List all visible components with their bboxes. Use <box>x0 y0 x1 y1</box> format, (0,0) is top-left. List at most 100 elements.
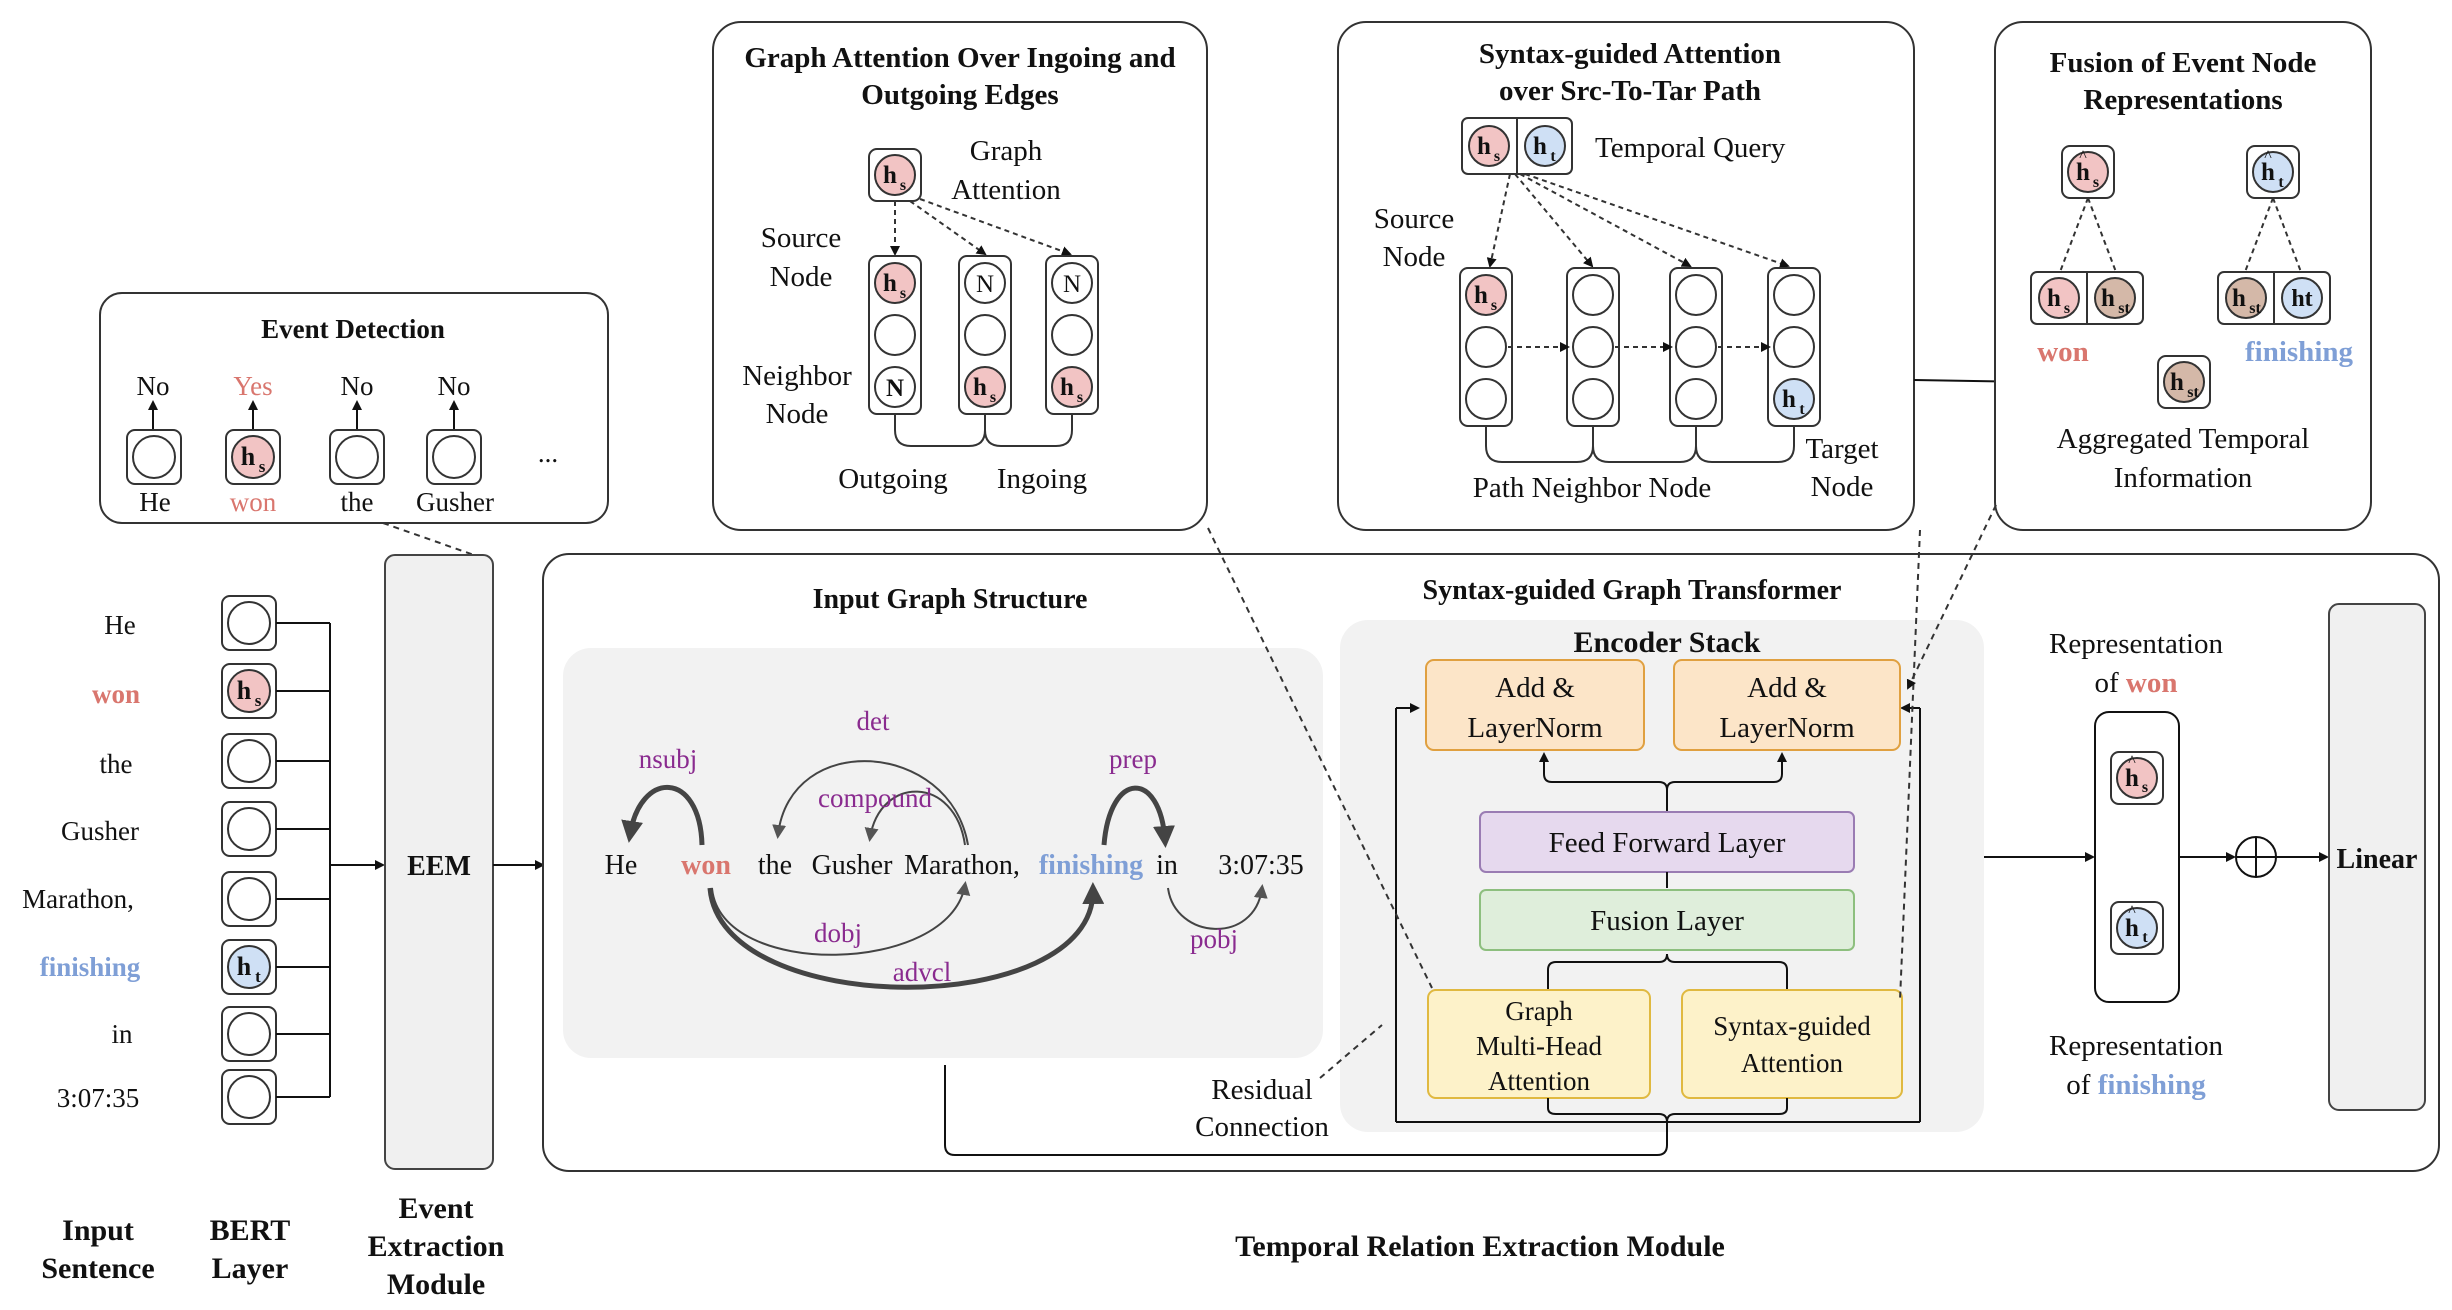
svg-text:h: h <box>2076 159 2090 186</box>
svg-text:Feed Forward Layer: Feed Forward Layer <box>1549 827 1786 859</box>
rel-det: det <box>857 706 890 736</box>
svg-text:Node: Node <box>1811 471 1874 503</box>
svg-text:h: h <box>1477 133 1491 160</box>
concat-operator <box>2235 836 2277 878</box>
linear-layer: Linear <box>2328 603 2426 1111</box>
eem-module-label-3: Module <box>387 1268 485 1301</box>
svg-text:LayerNorm: LayerNorm <box>1719 712 1855 744</box>
input-sentence: He won the Gusher Marathon, finishing in… <box>22 610 141 1113</box>
input-sentence-label-1: Input <box>62 1214 134 1247</box>
fusion-hs-hat: h s ^ <box>2061 145 2115 199</box>
svg-text:Outgoing: Outgoing <box>838 463 948 495</box>
svg-text:Temporal Query: Temporal Query <box>1595 132 1786 164</box>
temporal-query-node: h s h t <box>1461 117 1573 175</box>
sa-column-1: h s <box>1459 267 1513 427</box>
svg-text:h: h <box>973 374 987 401</box>
dep-word-marathon: Marathon, <box>904 850 1020 881</box>
eem-module-label-2: Extraction <box>368 1230 505 1263</box>
svg-text:ht: ht <box>2291 286 2312 312</box>
svg-text:won: won <box>2037 336 2089 368</box>
event-detection-title: Event Detection <box>261 314 445 344</box>
svg-text:h: h <box>2261 159 2275 186</box>
rep-finishing-of: of <box>2066 1069 2091 1101</box>
fusion-aggregated-node: h st <box>2157 355 2211 409</box>
svg-text:t: t <box>255 967 261 986</box>
ed-word-1: He <box>139 487 170 517</box>
transformer-title: Syntax-guided Graph Transformer <box>1423 575 1842 606</box>
ed-label-3: No <box>341 371 374 401</box>
rel-pobj: pobj <box>1190 924 1238 954</box>
svg-text:Fusion of Event Node: Fusion of Event Node <box>2050 47 2317 79</box>
svg-text:Source: Source <box>761 222 842 254</box>
svg-text:st: st <box>2187 384 2199 401</box>
dep-word-time: 3:07:35 <box>1218 850 1304 881</box>
input-graph-title: Input Graph Structure <box>813 584 1088 615</box>
fusion-box: Fusion of Event Node Representations h s… <box>1994 21 2372 531</box>
input-sentence-label-2: Sentence <box>41 1252 154 1285</box>
rep-won-of: of <box>2095 667 2120 699</box>
svg-text:Neighbor: Neighbor <box>742 360 852 392</box>
event-detection-box: Event Detection No Yes No No h s <box>99 292 609 524</box>
svg-text:N: N <box>976 271 994 298</box>
ed-label-2: Yes <box>233 371 272 401</box>
rep-ht-node: h t ^ <box>2110 901 2164 955</box>
tre-module-label: Temporal Relation Extraction Module <box>1235 1230 1725 1263</box>
ed-ellipsis: ... <box>538 438 558 468</box>
svg-text:s: s <box>990 389 996 406</box>
syntax-guided-graph-transformer: Syntax-guided Graph Transformer Encoder … <box>944 575 1984 1156</box>
rel-prep: prep <box>1109 744 1157 774</box>
ed-label-1: No <box>137 371 170 401</box>
svg-text:st: st <box>2118 300 2130 317</box>
svg-text:Node: Node <box>766 398 829 430</box>
svg-text:h: h <box>2125 915 2139 942</box>
svg-text:Aggregated Temporal: Aggregated Temporal <box>2057 423 2310 455</box>
svg-text:Syntax-guided: Syntax-guided <box>1713 1011 1871 1041</box>
dep-word-in: in <box>1156 850 1178 881</box>
svg-text:Node: Node <box>770 261 833 293</box>
svg-text:of finishing: of finishing <box>2066 1069 2206 1101</box>
encoder-stack-label: Encoder Stack <box>1574 626 1761 659</box>
svg-text:Attention: Attention <box>1488 1066 1590 1096</box>
svg-text:h: h <box>1474 282 1488 309</box>
svg-text:^: ^ <box>2128 903 2136 920</box>
graph-multi-head-attention: Graph Multi-Head Attention <box>1427 989 1651 1099</box>
sa-column-3 <box>1669 267 1723 427</box>
sa-column-4: h t <box>1767 267 1821 427</box>
svg-text:s: s <box>2142 779 2148 796</box>
sentence-word-4: Gusher <box>61 816 139 846</box>
ed-label-4: No <box>438 371 471 401</box>
svg-text:Graph Attention Over Ingoing a: Graph Attention Over Ingoing and <box>744 42 1175 74</box>
sentence-word-5: Marathon, <box>22 884 134 914</box>
eem-block: EEM <box>384 554 494 1170</box>
svg-text:Graph: Graph <box>970 135 1043 167</box>
syntax-guided-attention-block: Syntax-guided Attention <box>1681 989 1903 1099</box>
bert-token-4 <box>221 801 277 857</box>
svg-text:h: h <box>2125 765 2139 792</box>
svg-text:Outgoing Edges: Outgoing Edges <box>861 79 1058 111</box>
svg-text:Ingoing: Ingoing <box>997 463 1087 495</box>
svg-text:^: ^ <box>2264 148 2272 165</box>
svg-text:s: s <box>1494 148 1500 165</box>
dep-word-finishing: finishing <box>1039 850 1143 881</box>
sentence-word-3: the <box>100 749 133 779</box>
svg-text:h: h <box>883 270 897 297</box>
svg-text:h: h <box>1533 133 1547 160</box>
add-norm-1: Add & LayerNorm <box>1425 659 1645 751</box>
rep-won-label-1: Representation <box>2049 628 2223 660</box>
fusion-finishing-pair: h st ht <box>2217 271 2331 325</box>
svg-text:^: ^ <box>2128 753 2136 770</box>
svg-text:s: s <box>255 691 262 710</box>
svg-text:t: t <box>2142 929 2148 946</box>
bert-token-8 <box>221 1069 277 1125</box>
svg-text:N: N <box>1063 271 1081 298</box>
sa-column-2 <box>1566 267 1620 427</box>
svg-text:h: h <box>883 162 897 189</box>
input-graph-structure: Input Graph Structure He won the Gusher … <box>563 584 1323 1058</box>
bert-token-7 <box>221 1006 277 1062</box>
rel-nsubj: nsubj <box>639 744 698 774</box>
bert-layer-label-2: Layer <box>212 1252 289 1285</box>
dep-word-won: won <box>681 850 731 881</box>
bert-token-3 <box>221 733 277 789</box>
